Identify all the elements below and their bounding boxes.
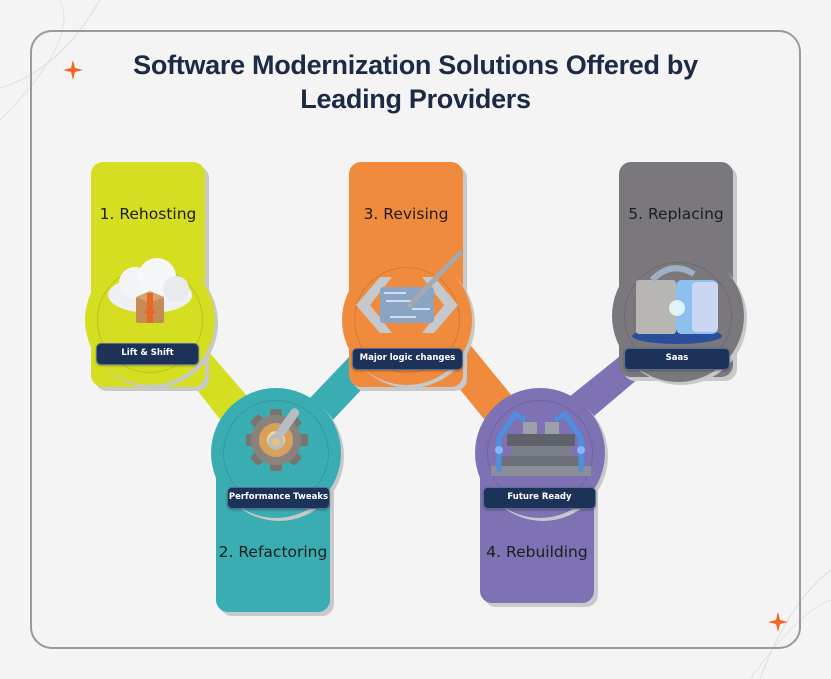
code-pen-icon <box>356 250 463 333</box>
step-refactoring-label: 2. Refactoring <box>218 543 328 561</box>
step-rebuilding-label: 4. Rebuilding <box>486 543 588 561</box>
robot-build-icon <box>491 410 591 476</box>
gear-wrench-icon <box>246 408 308 471</box>
cloud-box-icon <box>108 258 192 323</box>
server-swap-icon <box>632 265 722 344</box>
step-rebuilding-badge: Future Ready <box>483 487 596 509</box>
step-rehosting-badge: Lift & Shift <box>96 343 199 365</box>
step-revising-label: 3. Revising <box>363 205 449 223</box>
content-frame <box>30 30 801 649</box>
step-rehosting-label: 1. Rehosting <box>99 205 197 223</box>
step-replacing-label: 5. Replacing <box>628 205 724 223</box>
title-line-2: Leading Providers <box>300 84 531 114</box>
step-refactoring-badge: Performance Tweaks <box>227 487 330 509</box>
page-title: Software Modernization Solutions Offered… <box>0 48 831 116</box>
step-revising-badge: Major logic changes <box>352 348 463 370</box>
title-line-1: Software Modernization Solutions Offered… <box>133 50 698 80</box>
step-replacing-badge: Saas <box>624 348 730 370</box>
